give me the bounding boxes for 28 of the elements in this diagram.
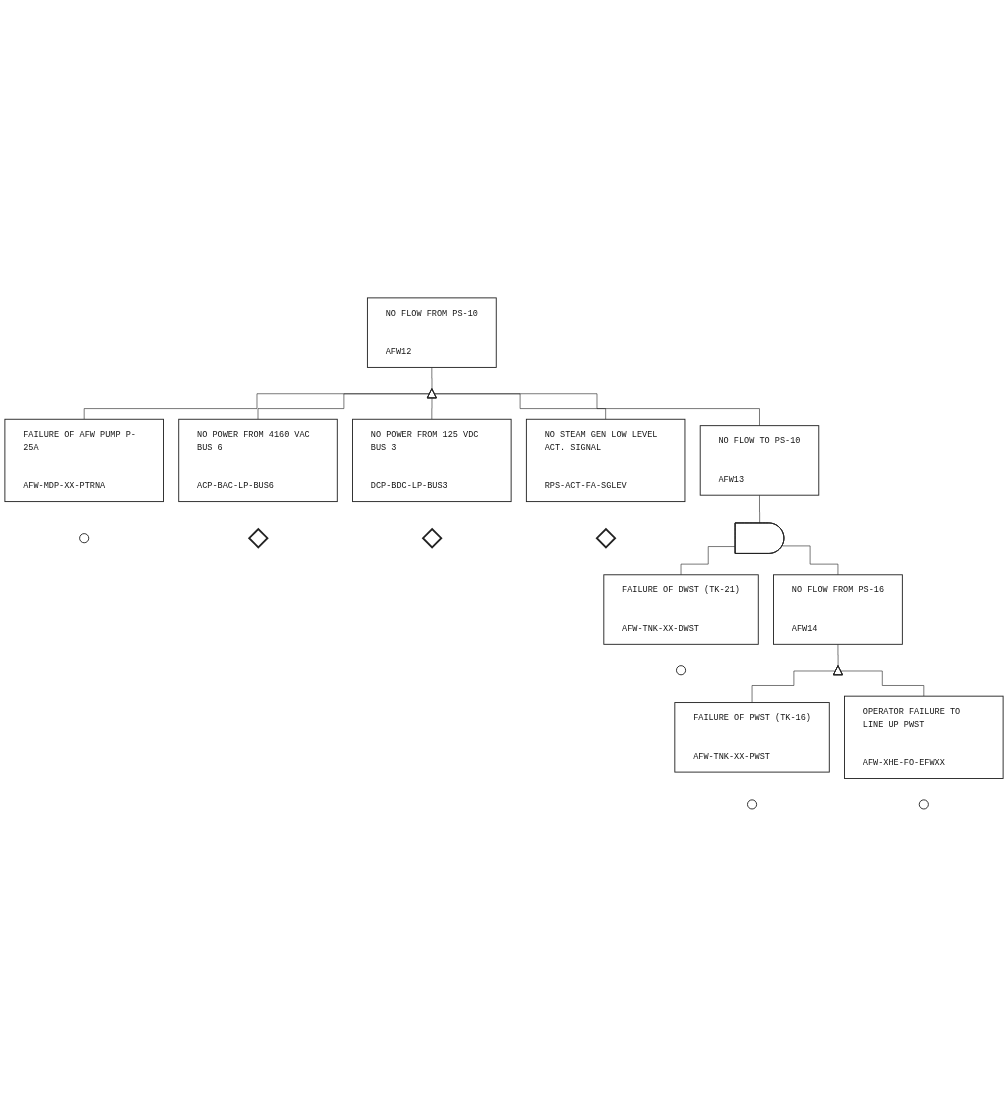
connector	[680, 545, 736, 575]
node-box: NO FLOW TO PS-10 AFW13	[699, 424, 820, 496]
connector	[840, 670, 925, 697]
node-box: OPERATOR FAILURE TO LINE UP PWST AFW-XHE-FO-EFWXX	[844, 695, 1004, 779]
node-box: NO FLOW FROM PS-10 AFW12	[366, 297, 497, 368]
connector	[751, 670, 837, 703]
node-circle	[676, 664, 687, 675]
connector	[759, 494, 761, 524]
connector	[837, 643, 839, 666]
node-diamond	[247, 527, 269, 549]
connector	[434, 393, 760, 426]
node-box: NO STEAM GEN LOW LEVEL ACT. SIGNAL RPS-ACT-FA-SGLEV	[525, 418, 686, 502]
node-box: NO FLOW FROM PS-16 AFW14	[773, 573, 903, 645]
node-circle	[918, 798, 929, 809]
connector	[257, 393, 431, 420]
node-box: FAILURE OF DWST (TK-21) AFW-TNK-XX-DWST	[603, 573, 759, 645]
node-circle	[747, 798, 758, 809]
node-diamond	[595, 527, 617, 549]
node-box: NO POWER FROM 4160 VAC BUS 6 ACP-BAC-LP-BUS6	[178, 418, 338, 502]
node-box: NO POWER FROM 125 VDC BUS 3 DCP-BDC-LP-BUS3	[352, 418, 512, 502]
connector	[781, 545, 839, 575]
connector	[431, 397, 433, 420]
node-circle	[79, 532, 90, 543]
node-diamond	[421, 527, 443, 549]
connector	[83, 393, 431, 420]
connector	[431, 366, 433, 389]
node-box: FAILURE OF AFW PUMP P-25A AFW-MDP-XX-PTRNA	[4, 418, 164, 502]
node-box: FAILURE OF PWST (TK-16) AFW-TNK-XX-PWST	[674, 701, 830, 773]
